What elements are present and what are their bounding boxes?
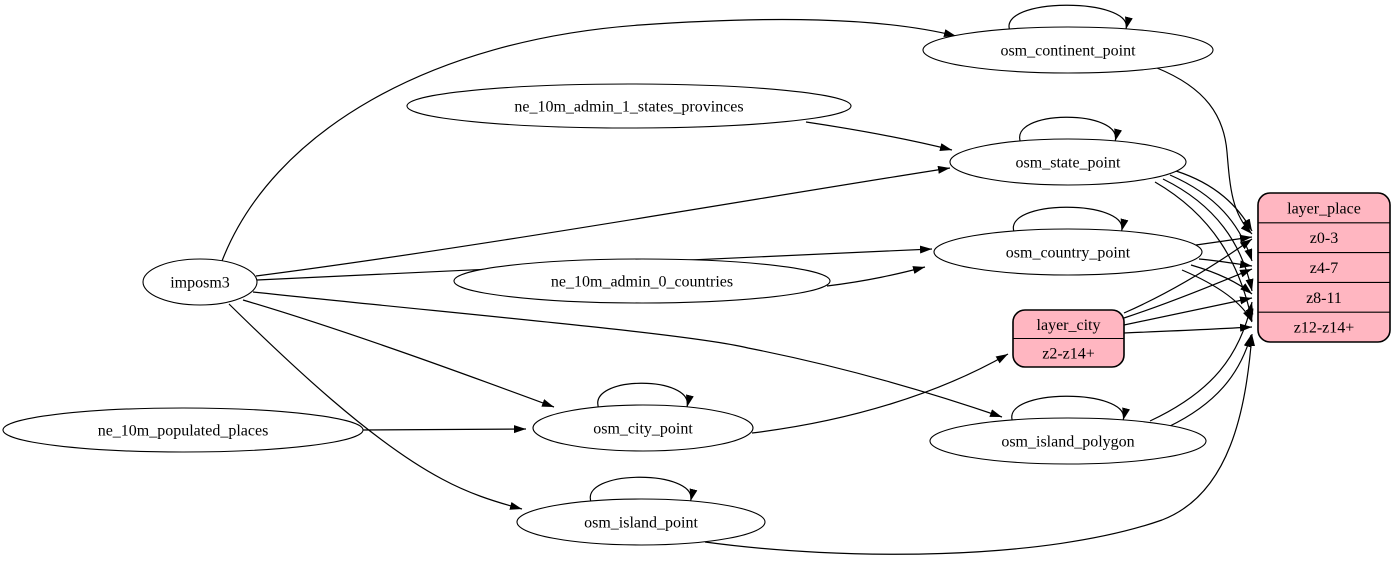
edge-osm_continent_point-to-layer_place-z0-3: [1156, 67, 1253, 235]
node-osm_island_point: osm_island_point: [516, 498, 766, 546]
record-row-layer_place-z0-3: z0-3: [1310, 230, 1338, 247]
record-title-layer_city: layer_city: [1037, 317, 1101, 334]
edge-imposm3-to-osm_state_point: [255, 165, 951, 277]
node-label-osm_continent_point: osm_continent_point: [1000, 43, 1136, 60]
edge-osm_city_point-to-osm_city_point: [597, 382, 694, 410]
node-ne_10m_populated_places: ne_10m_populated_places: [2, 407, 364, 453]
record-shape-layer_place: [1257, 192, 1391, 343]
node-shape-osm_island_polygon: [929, 417, 1207, 465]
node-osm_country_point: osm_country_point: [933, 228, 1203, 276]
record-layer_place: layer_place z0-3 z4-7 z8-11 z12-z14+: [1257, 192, 1391, 343]
node-shape-osm_continent_point: [922, 26, 1214, 74]
edge-ne_10m_admin_1_states_provinces-to-osm_state_point: [805, 121, 953, 151]
record-row-layer_place-z12-z14+: z12-z14+: [1294, 320, 1355, 337]
edge-layer_city-to-layer_place-z8-11: [1123, 296, 1253, 326]
edge-osm_island_polygon-to-layer_place-z12-z14+: [1167, 334, 1252, 428]
node-shape-imposm3: [142, 258, 258, 306]
record-row-layer_city-z2-z14+: z2-z14+: [1042, 345, 1095, 362]
node-osm_continent_point: osm_continent_point: [922, 26, 1214, 74]
edge-osm_island_point-to-layer_place-z12-z14+: [704, 333, 1256, 555]
node-osm_city_point: osm_city_point: [532, 404, 754, 452]
node-shape-ne_10m_admin_0_countries: [453, 258, 831, 304]
edge-osm_state_point-to-layer_place-z0-3: [1175, 170, 1253, 232]
node-ne_10m_admin_0_countries: ne_10m_admin_0_countries: [453, 258, 831, 304]
edge-imposm3-to-osm_city_point: [242, 299, 555, 408]
node-label-osm_state_point: osm_state_point: [1016, 155, 1121, 172]
edge-imposm3-to-osm_island_point: [228, 303, 523, 510]
node-label-osm_city_point: osm_city_point: [593, 421, 693, 438]
edge-osm_country_point-to-layer_place-z0-3: [1195, 234, 1253, 246]
edge-osm_country_point-to-layer_place-z12-z14+: [1181, 269, 1253, 323]
node-label-osm_country_point: osm_country_point: [1006, 245, 1131, 262]
node-osm_state_point: osm_state_point: [949, 138, 1187, 186]
edge-layer_city-to-layer_place-z12-z14+: [1123, 323, 1253, 334]
edge-osm_state_point-to-osm_state_point: [1019, 116, 1122, 144]
record-row-layer_place-z8-11: z8-11: [1306, 290, 1342, 307]
edge-osm_island_point-to-osm_island_point: [589, 476, 698, 504]
edge-osm_island_polygon-to-osm_island_polygon: [1011, 395, 1130, 423]
nodes-layer: imposm3 ne_10m_admin_1_states_provincesne…: [2, 26, 1391, 546]
edge-layer_city-to-layer_place-z4-7: [1123, 268, 1253, 319]
record-layer_city: layer_city z2-z14+: [1012, 309, 1125, 368]
node-ne_10m_admin_1_states_provinces: ne_10m_admin_1_states_provinces: [406, 83, 852, 129]
edge-osm_continent_point-to-osm_continent_point: [1008, 4, 1133, 32]
edge-osm_country_point-to-osm_country_point: [1012, 206, 1129, 234]
edge-osm_island_polygon-to-layer_place-z8-11: [1149, 301, 1254, 422]
edge-layer_city-to-layer_place-z0-3: [1123, 238, 1253, 314]
node-shape-ne_10m_populated_places: [2, 407, 364, 453]
node-label-ne_10m_admin_0_countries: ne_10m_admin_0_countries: [551, 274, 733, 291]
edge-imposm3-to-osm_continent_point: [221, 18, 957, 262]
edges-layer: [221, 4, 1256, 555]
node-shape-osm_country_point: [933, 228, 1203, 276]
edge-imposm3-to-osm_island_polygon: [252, 291, 1003, 418]
node-imposm3: imposm3: [142, 258, 258, 306]
node-label-imposm3: imposm3: [170, 275, 230, 292]
node-label-ne_10m_admin_1_states_provinces: ne_10m_admin_1_states_provinces: [514, 99, 743, 116]
edge-ne_10m_populated_places-to-osm_city_point: [362, 425, 527, 434]
edge-ne_10m_admin_0_countries-to-osm_country_point: [826, 266, 926, 287]
edge-osm_country_point-to-layer_place-z4-7: [1198, 258, 1253, 269]
node-shape-osm_state_point: [949, 138, 1187, 186]
node-osm_island_polygon: osm_island_polygon: [929, 417, 1207, 465]
node-label-ne_10m_populated_places: ne_10m_populated_places: [98, 423, 269, 440]
node-shape-ne_10m_admin_1_states_provinces: [406, 83, 852, 129]
node-label-osm_island_point: osm_island_point: [584, 515, 698, 532]
record-title-layer_place: layer_place: [1287, 200, 1361, 217]
record-row-layer_place-z4-7: z4-7: [1310, 260, 1338, 277]
node-shape-osm_city_point: [532, 404, 754, 452]
node-shape-osm_island_point: [516, 498, 766, 546]
edge-osm_city_point-to-layer_city-z2-z14+: [751, 353, 1009, 434]
node-label-osm_island_polygon: osm_island_polygon: [1001, 434, 1134, 451]
